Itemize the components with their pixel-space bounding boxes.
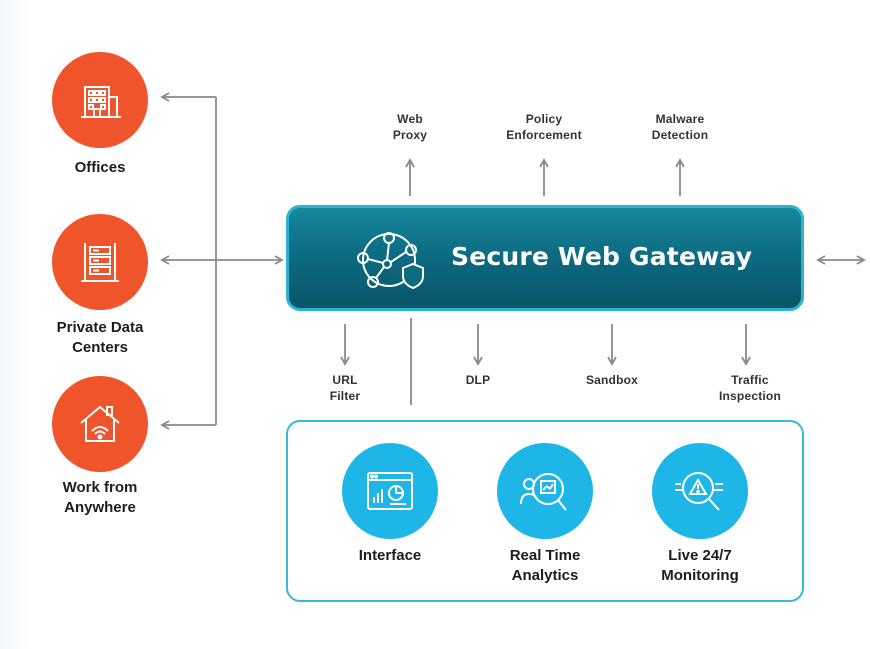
office-building-icon bbox=[81, 86, 121, 118]
offices-node bbox=[52, 52, 148, 148]
background-strip bbox=[0, 0, 30, 649]
dashboard-interface-icon bbox=[367, 472, 413, 510]
analytics-magnifier-icon bbox=[520, 473, 567, 511]
work-from-anywhere-label: Work from Anywhere bbox=[62, 479, 138, 516]
alert-monitor-icon bbox=[675, 472, 723, 511]
real-time-analytics-node bbox=[497, 443, 593, 539]
gateway-title: Secure Web Gateway bbox=[451, 242, 753, 271]
network-shield-icon bbox=[357, 232, 424, 290]
server-rack-icon bbox=[81, 243, 119, 282]
dlp-label: DLP bbox=[465, 373, 491, 387]
private-data-centers-node bbox=[52, 214, 148, 310]
home-wifi-icon bbox=[80, 405, 120, 442]
sandbox-label: Sandbox bbox=[585, 373, 639, 387]
interface-label: Interface bbox=[358, 547, 422, 564]
interface-node bbox=[342, 443, 438, 539]
work-from-anywhere-node bbox=[52, 376, 148, 472]
live-monitoring-node bbox=[652, 443, 748, 539]
private-data-centers-label: Private Data Centers bbox=[56, 319, 144, 356]
features-box bbox=[286, 420, 804, 602]
secure-web-gateway-box: Secure Web Gateway bbox=[286, 205, 804, 311]
offices-label: Offices bbox=[74, 159, 126, 176]
